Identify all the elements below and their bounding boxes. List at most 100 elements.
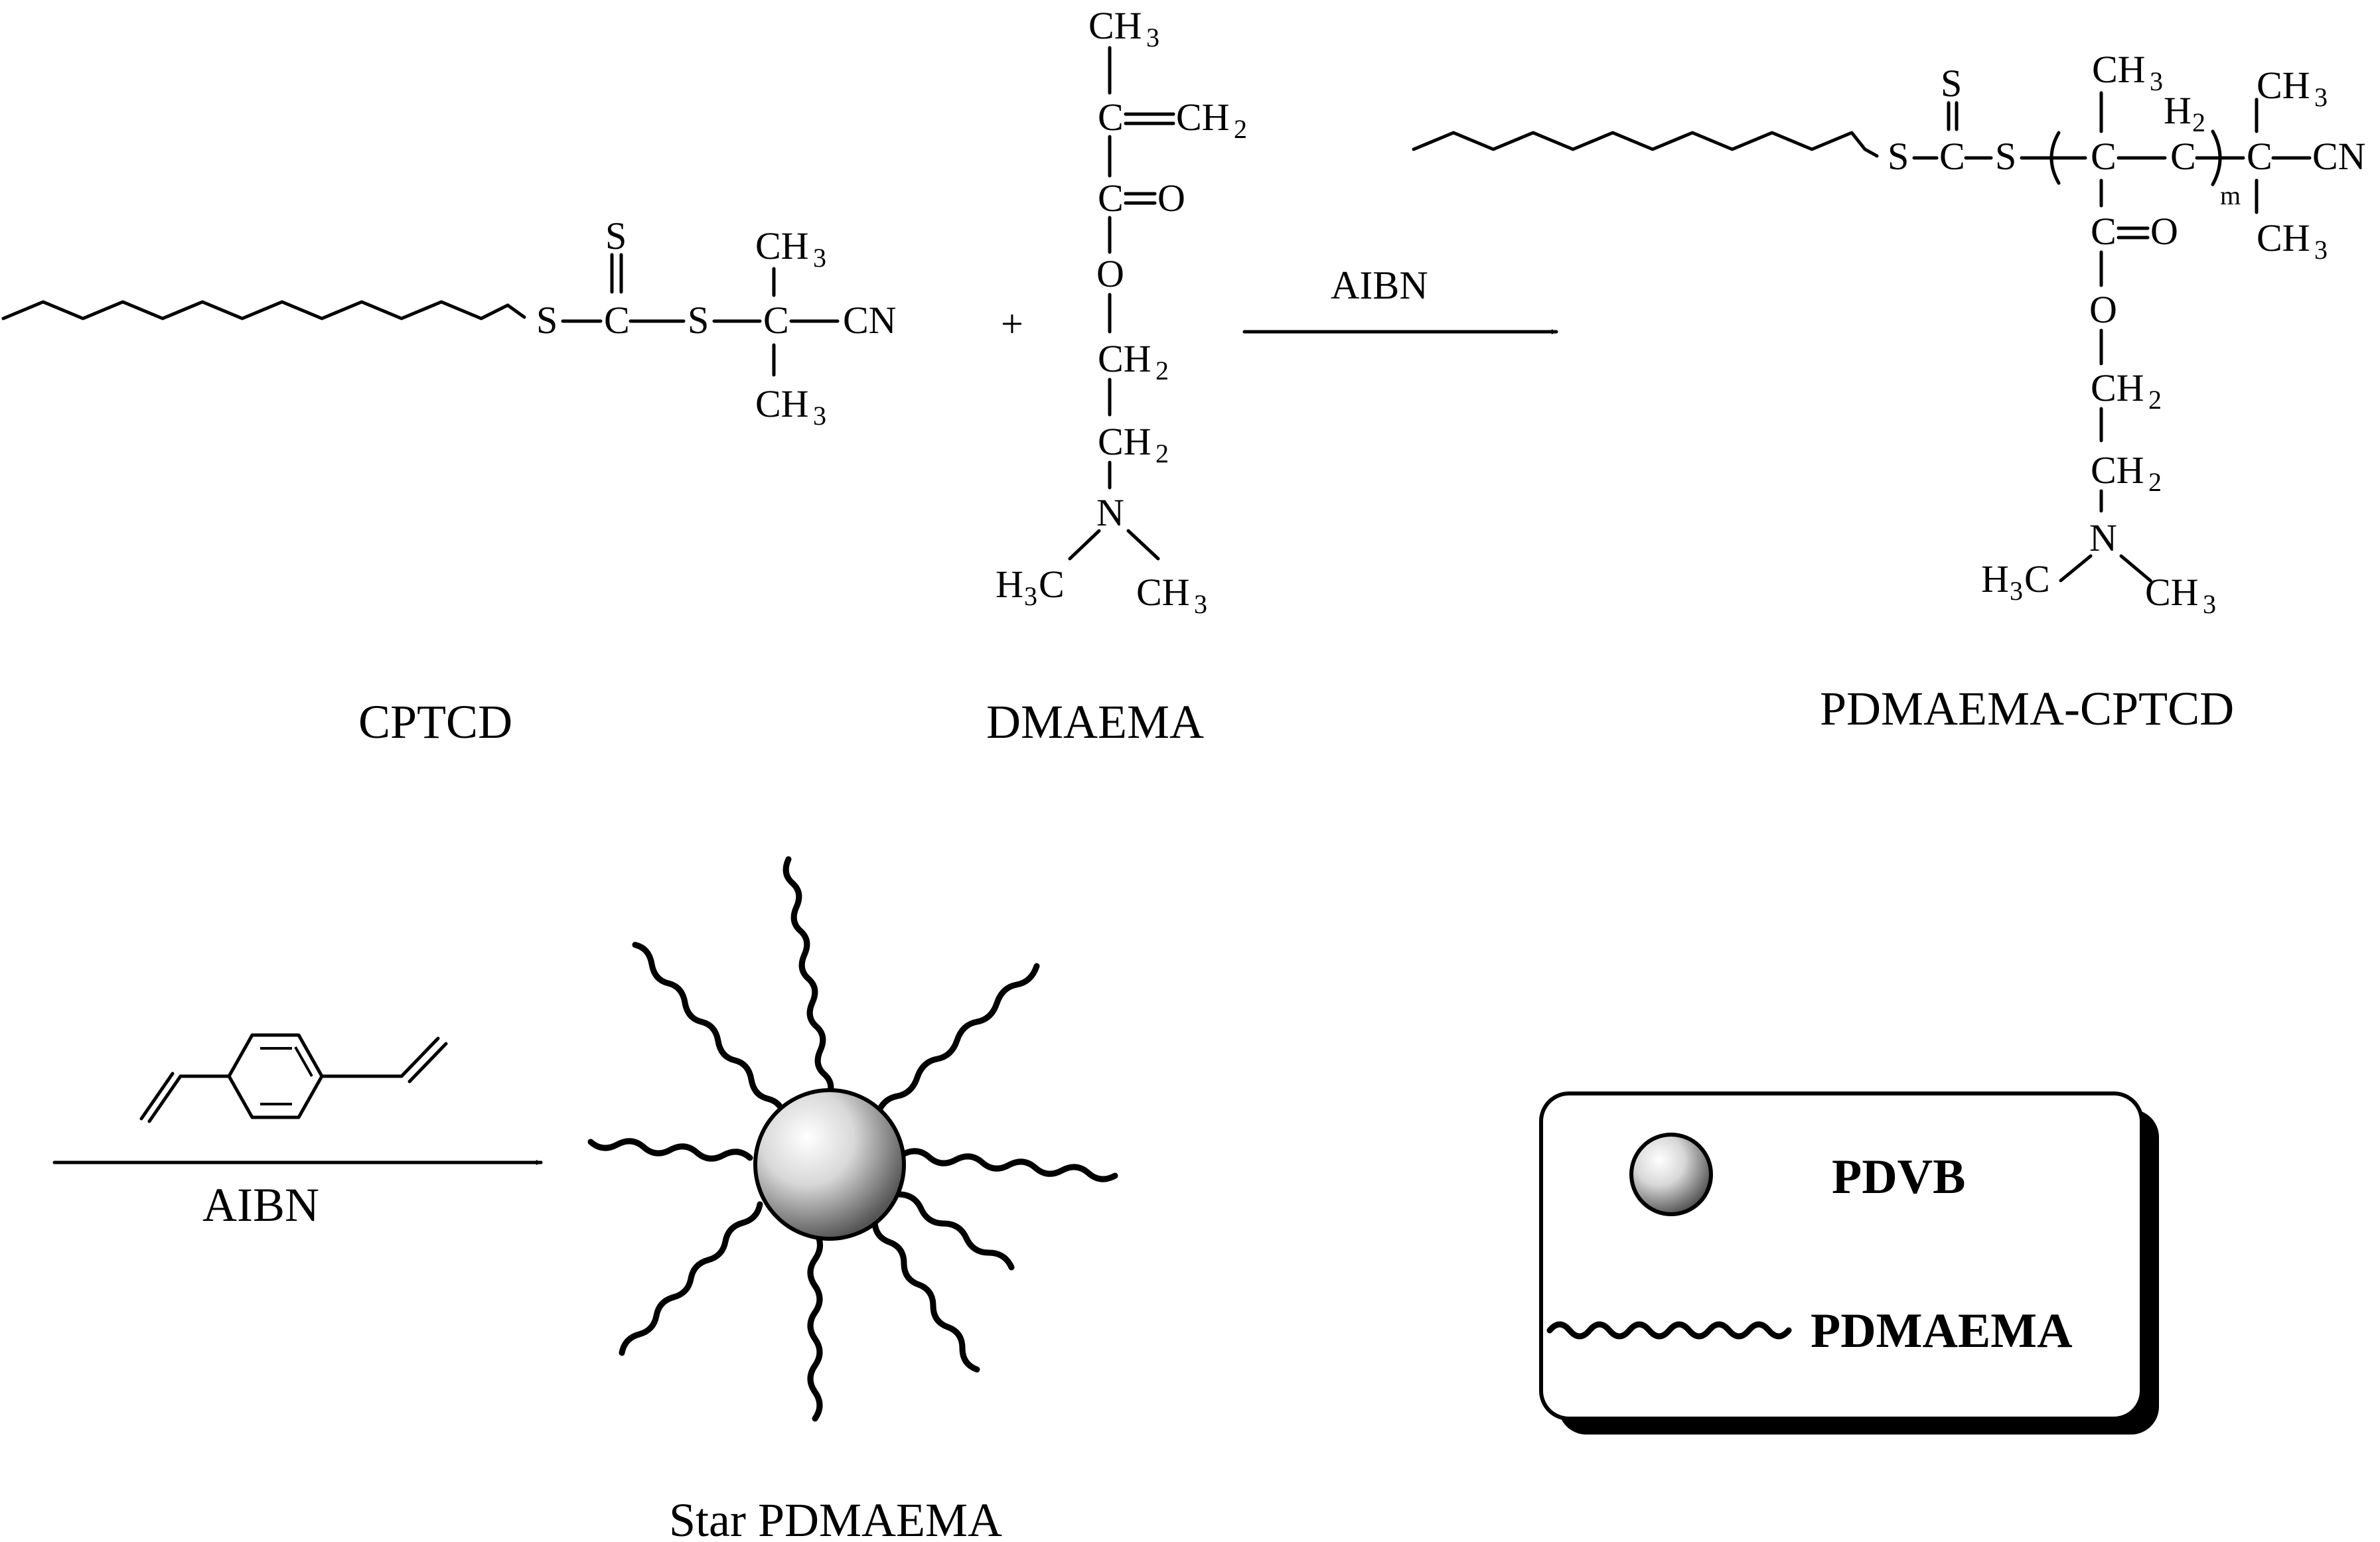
line-shape [139, 1072, 175, 1121]
label-three: 3 [813, 401, 826, 431]
polymer-arm [895, 1191, 1015, 1271]
atom-cn: CN [843, 299, 897, 342]
atom-ch: CH [2257, 216, 2310, 259]
label-three: 3 [2203, 589, 2216, 619]
label-two: 2 [1155, 439, 1169, 468]
polymer-arm [899, 1148, 1118, 1182]
atom-c: C [763, 299, 789, 342]
atom-ch: CH [755, 224, 809, 267]
divinylbenzene-structure [139, 1033, 448, 1123]
dmaema-structure: CH 3 C CH 2 C O O CH 2 CH 2 N H 3 C CH 3 [996, 4, 1247, 619]
atom-cn: CN [2312, 135, 2366, 178]
atom-c: C [2247, 135, 2272, 178]
label-three: 3 [2150, 66, 2163, 96]
atom-ch: CH [1136, 571, 1190, 614]
line-shape [400, 1036, 440, 1078]
label-three: 3 [1024, 581, 1037, 611]
legend-box: PDVB PDMAEMA [1539, 1091, 2159, 1435]
legend-core-label: PDVB [1832, 1150, 1965, 1204]
line-shape [1068, 529, 1101, 561]
line-shape [1863, 147, 1879, 158]
legend-arm-icon [1546, 1321, 1792, 1340]
atom-h: H [996, 563, 1023, 606]
caption-star-pdmaema: Star PDMAEMA [669, 1494, 1002, 1542]
polymer-arm [782, 856, 834, 1101]
line-shape [408, 1042, 448, 1084]
reagent-aibn-2: AIBN [202, 1178, 319, 1231]
legend-core-icon [1629, 1133, 1713, 1216]
line-shape [147, 1074, 183, 1123]
atom-s: S [1941, 62, 1962, 105]
atom-ch: CH [1098, 337, 1152, 380]
atom-o: O [1157, 176, 1185, 220]
polymer-arm [807, 1229, 823, 1422]
atom-h: H [2164, 89, 2192, 132]
atom-s: S [688, 299, 709, 342]
atom-ch: CH [2145, 571, 2199, 614]
atom-c: C [1939, 135, 1965, 178]
atom-ch: CH [1088, 4, 1142, 47]
atom-c: C [1098, 96, 1124, 139]
line-shape [294, 1046, 313, 1077]
atom-ch: CH [1176, 96, 1230, 139]
atom-o: O [1096, 252, 1124, 295]
pdmaema-cptcd-structure: S C S S C CH 3 C H 2 m C CH 3 CH 3 CN C … [1412, 48, 2366, 619]
legend-arm-label: PDMAEMA [1811, 1304, 2073, 1358]
atom-ch: CH [1098, 420, 1152, 463]
label-two: 2 [2148, 385, 2162, 415]
star-polymer [587, 856, 1118, 1422]
legend-frame [1539, 1091, 2144, 1421]
atom-n: N [1096, 491, 1124, 534]
label-two: 2 [1234, 114, 1247, 144]
atom-s: S [1995, 135, 2016, 178]
caption-dmaema: DMAEMA [986, 695, 1204, 748]
dodecyl-chain [1412, 131, 1867, 151]
plus-sign: + [1001, 302, 1023, 346]
atom-o: O [2089, 288, 2117, 331]
atom-c: C [2091, 135, 2117, 178]
label-three: 3 [2314, 235, 2328, 265]
caption-pdmaema-cptcd: PDMAEMA-CPTCD [1820, 682, 2234, 735]
atom-ch: CH [2257, 64, 2310, 107]
polymer-arm [874, 963, 1040, 1118]
label-three: 3 [813, 243, 826, 273]
atom-c: C [1098, 176, 1124, 220]
line-shape [2119, 554, 2152, 583]
atom-s: S [536, 299, 558, 342]
atom-c: C [2091, 210, 2117, 253]
label-two: 2 [1155, 356, 1169, 386]
pdvb-core [753, 1088, 906, 1241]
atom-ch: CH [2091, 366, 2144, 409]
label-three: 3 [1194, 589, 1207, 619]
polymer-arm [632, 942, 788, 1121]
atom-c: C [1039, 563, 1065, 606]
atom-n: N [2089, 516, 2117, 559]
dodecyl-chain [1, 300, 510, 320]
atom-o: O [2150, 210, 2178, 253]
atom-c: C [604, 299, 630, 342]
atom-s: S [1888, 135, 1909, 178]
atom-ch: CH [2091, 449, 2144, 492]
atom-s: S [605, 214, 627, 257]
polymer-arm [871, 1218, 980, 1373]
atom-c: C [2024, 557, 2050, 600]
polymer-arm [619, 1201, 763, 1356]
cptcd-structure: S C S S C CH 3 CH 3 CN [1, 214, 897, 431]
repeat-subscript: m [2220, 180, 2241, 210]
label-two: 2 [2148, 467, 2162, 497]
atom-h: H [1981, 557, 2009, 600]
line-shape [506, 303, 526, 319]
label-three: 3 [2314, 82, 2328, 112]
atom-ch: CH [755, 382, 809, 425]
label-two: 2 [2192, 107, 2205, 137]
polymer-arm [587, 1138, 753, 1162]
line-shape [1126, 529, 1160, 561]
atom-c: C [2170, 135, 2196, 178]
label-three: 3 [1146, 23, 1159, 52]
line-shape [2059, 554, 2093, 583]
reagent-aibn-1: AIBN [1331, 263, 1428, 307]
atom-ch: CH [2092, 48, 2146, 91]
caption-cptcd: CPTCD [358, 695, 512, 748]
label-three: 3 [2010, 576, 2023, 606]
